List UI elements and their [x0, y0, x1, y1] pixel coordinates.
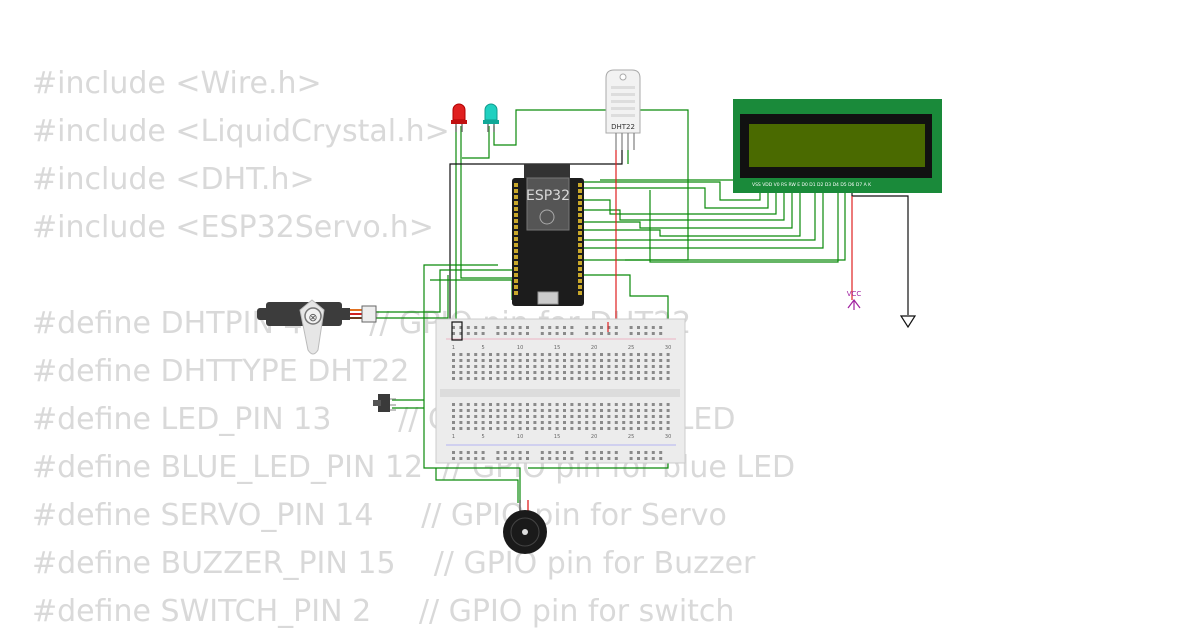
- breadboard-column-number: 10: [517, 345, 523, 351]
- breadboard-column-number: 10: [517, 434, 523, 440]
- lcd-display[interactable]: VSS VDD V0 RS RW E D0 D1 D2 D3 D4 D5 D6 …: [733, 99, 942, 193]
- ground-symbol: [899, 315, 917, 329]
- breadboard-column-number: 5: [482, 434, 485, 440]
- breadboard-column-number: 5: [482, 345, 485, 351]
- servo-motor[interactable]: ⊗: [257, 299, 377, 355]
- red-led[interactable]: [451, 103, 467, 132]
- breadboard-holes: [452, 326, 670, 460]
- breadboard-column-number: 1: [452, 345, 455, 351]
- breadboard-column-number: 25: [628, 434, 634, 440]
- breadboard-column-number: 20: [591, 345, 597, 351]
- vcc-label: VCC: [847, 290, 862, 298]
- breadboard-column-number: 15: [554, 345, 560, 351]
- esp32-pins: [514, 183, 582, 295]
- dht22-label: DHT22: [611, 123, 635, 131]
- vcc-symbol: VCC: [847, 290, 862, 310]
- code-line: #include <LiquidCrystal.h>: [32, 114, 450, 149]
- dht22-sensor[interactable]: DHT22: [605, 69, 641, 150]
- code-line: #define SWITCH_PIN 2 // GPIO pin for swi…: [32, 594, 735, 629]
- breadboard-column-number: 1: [452, 434, 455, 440]
- buzzer[interactable]: [503, 500, 547, 554]
- code-line: #define DHTTYPE DHT22: [32, 354, 410, 389]
- breadboard-column-number: 15: [554, 434, 560, 440]
- code-line: #include <Wire.h>: [32, 66, 322, 101]
- svg-text:⊗: ⊗: [308, 311, 317, 324]
- breadboard-column-number: 20: [591, 434, 597, 440]
- lcd-pin-labels: VSS VDD V0 RS RW E D0 D1 D2 D3 D4 D5 D6 …: [752, 182, 872, 188]
- esp32-label: ESP32: [526, 188, 570, 204]
- breadboard-column-number: 30: [665, 434, 671, 440]
- code-line: #include <ESP32Servo.h>: [32, 210, 434, 245]
- code-line: #include <DHT.h>: [32, 162, 315, 197]
- breadboard-column-number: 25: [628, 345, 634, 351]
- wires: [375, 109, 909, 503]
- slide-switch[interactable]: [373, 394, 396, 412]
- esp32-board[interactable]: ESP32: [512, 164, 584, 306]
- code-line: #define BUZZER_PIN 15 // GPIO pin for Bu…: [32, 546, 756, 581]
- breadboard-column-number: 30: [665, 345, 671, 351]
- blue-led[interactable]: [483, 103, 499, 132]
